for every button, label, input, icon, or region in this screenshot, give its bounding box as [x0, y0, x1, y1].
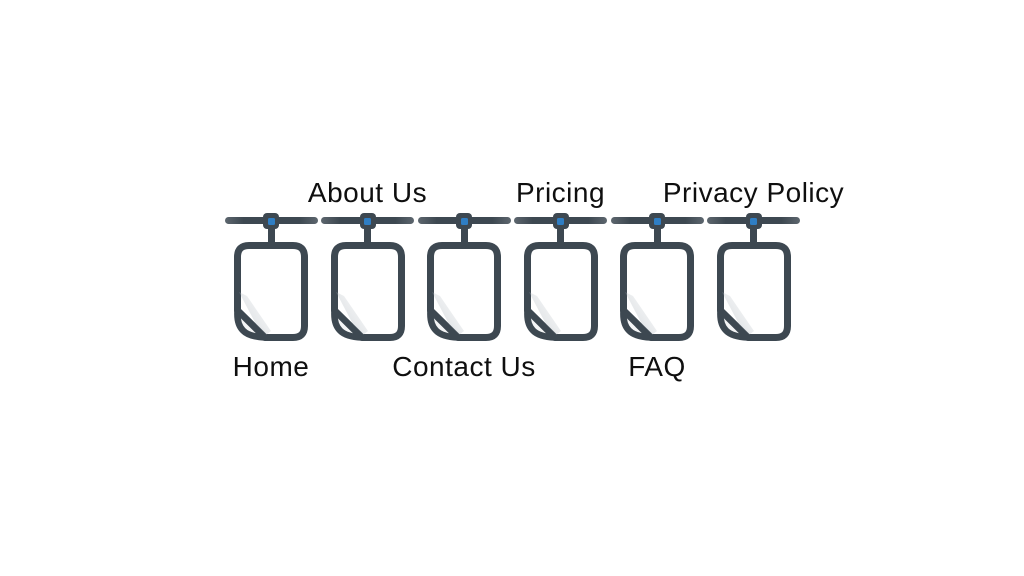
page-label-pricing: Pricing: [515, 177, 606, 208]
page-icon: [620, 242, 694, 341]
page-icon: [331, 242, 405, 341]
page-icon: [234, 242, 308, 341]
sitemap-unit-pricing: [512, 213, 609, 343]
connector-junction: [649, 213, 665, 229]
connector-junction: [745, 213, 762, 229]
page-icon: [717, 242, 791, 341]
sitemap-unit-faq: [609, 213, 706, 343]
connector-junction: [359, 213, 376, 229]
page-label-home: Home: [232, 351, 310, 382]
sitemap-unit-privacy-policy: [705, 213, 802, 343]
connector-junction: [263, 213, 279, 229]
connector-junction: [552, 213, 569, 229]
page-label-privacy-policy: Privacy Policy: [662, 177, 845, 208]
page-label-contact-us: Contact Us: [392, 351, 536, 382]
connector-junction: [456, 213, 472, 229]
sitemap-unit-contact-us: [416, 213, 513, 343]
page-label-faq: FAQ: [628, 351, 686, 382]
sitemap-unit-about-us: [319, 213, 416, 343]
sitemap-unit-home: [223, 213, 320, 343]
page-label-about-us: About Us: [307, 177, 428, 208]
page-icon: [524, 242, 598, 341]
page-icon: [427, 242, 501, 341]
